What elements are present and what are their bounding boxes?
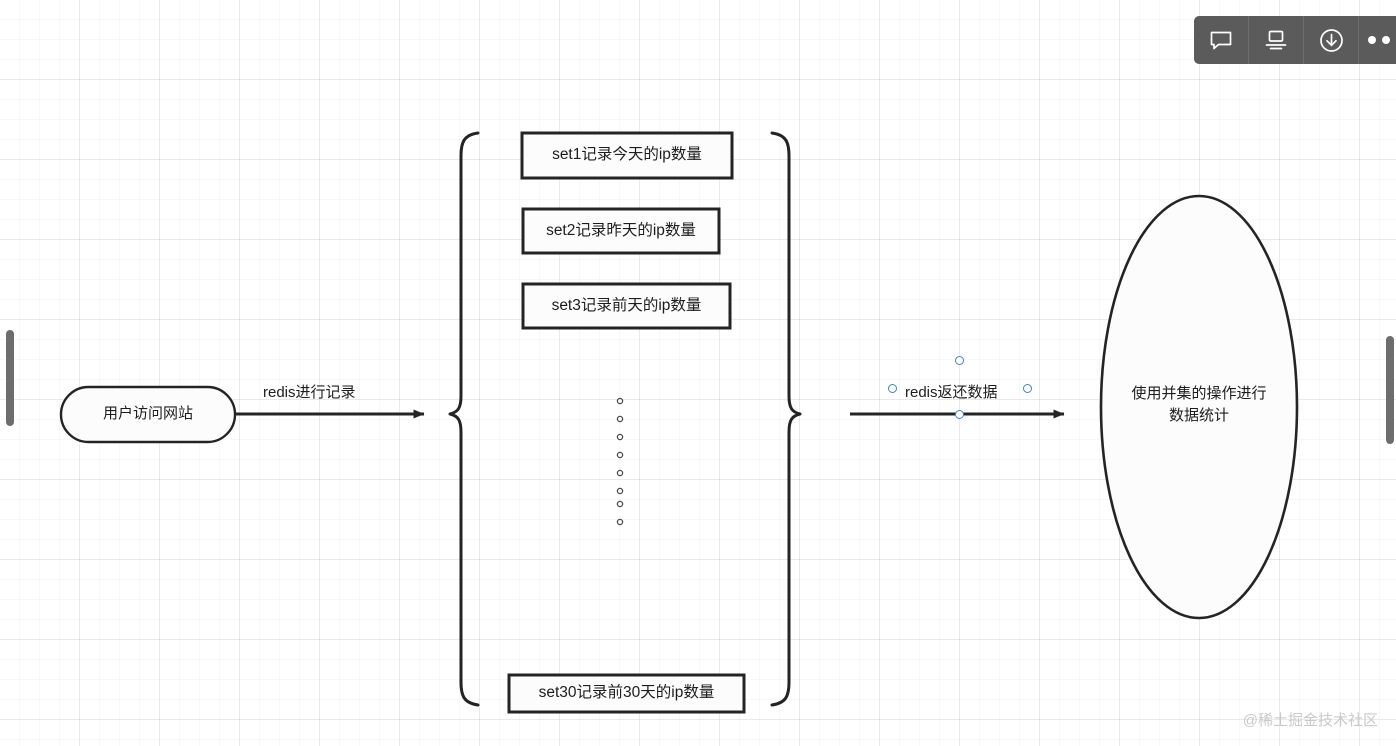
comment-icon [1208,27,1234,53]
more-options-button[interactable] [1359,16,1396,64]
more-icon [1368,36,1396,44]
ellipsis-dots-group [616,397,624,526]
node-result-shape [1099,194,1299,620]
selection-handle-left[interactable] [888,384,897,393]
horizontal-scroll-handle-left[interactable] [6,330,14,426]
node-set-box-3 [521,282,732,330]
watermark-text: @稀土掘金技术社区 [1242,712,1378,729]
left-curly-brace [448,131,480,707]
download-icon [1318,27,1345,54]
selection-handle-bottom[interactable] [955,410,964,419]
selection-handle-top[interactable] [955,356,964,365]
node-source-shape [59,385,237,444]
edge-return-label[interactable]: redis返还数据 [905,384,998,401]
comment-button[interactable] [1194,16,1249,64]
node-set-box-4 [507,673,746,714]
right-curly-brace [770,131,802,707]
node-set-box-1 [520,131,734,180]
floating-toolbar[interactable] [1194,16,1396,64]
presentation-icon [1263,27,1289,53]
edge-record-label[interactable]: redis进行记录 [263,384,356,401]
node-set-box-2 [521,207,721,255]
download-button[interactable] [1304,16,1359,64]
horizontal-scroll-handle-right[interactable] [1386,336,1394,444]
presentation-button[interactable] [1249,16,1304,64]
selection-handle-right[interactable] [1023,384,1032,393]
